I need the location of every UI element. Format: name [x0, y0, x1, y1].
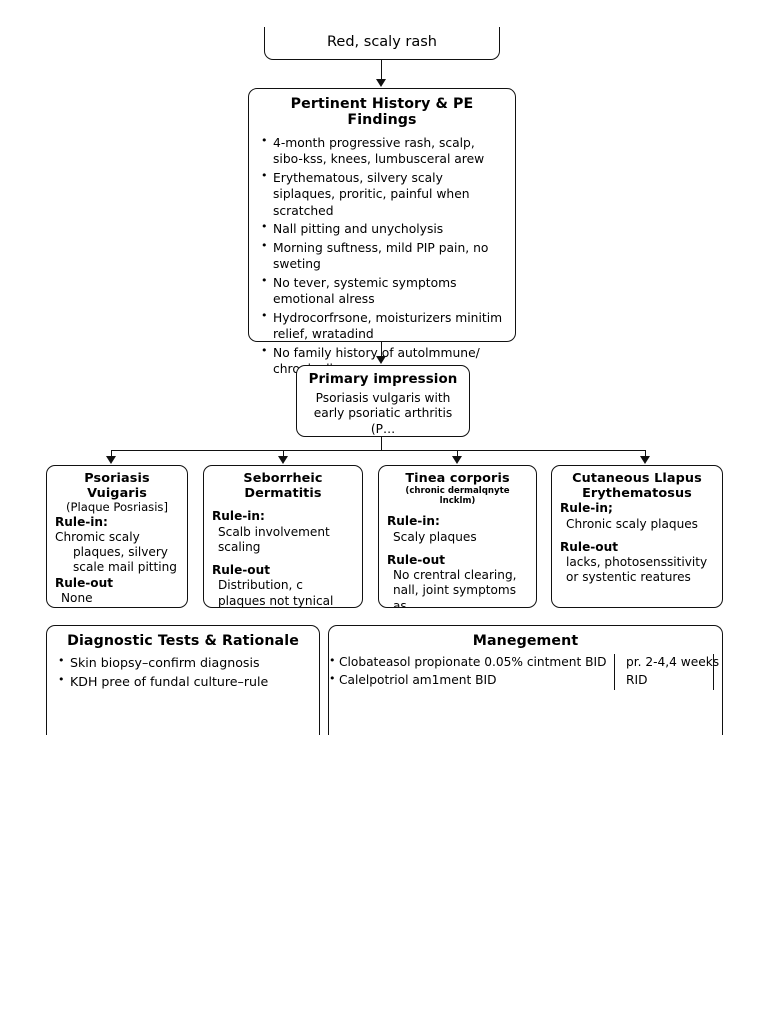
history-bullet: Morning suftness, mild PIP pain, no swet…	[260, 239, 504, 273]
rule-in-label: Rule-in;	[560, 501, 613, 516]
rule-in-line: plaques, silvery	[73, 545, 168, 560]
rule-out-line: No crentral clearing,	[393, 568, 517, 583]
rule-out-section: Rule-out lacks, photosenssitivity or sys…	[560, 540, 714, 586]
management-drug: Calelpotriol am1ment BID	[329, 671, 614, 690]
spacer	[387, 545, 528, 553]
history-box-title: Pertinent History & PE Findings	[290, 96, 474, 128]
management-box-title: Manegement	[472, 633, 579, 649]
impression-line-2: early psoriatic arthritis (P…	[313, 406, 453, 436]
history-bullet: No tever, systemic symptoms emotional al…	[260, 274, 504, 308]
arrowhead-history	[376, 79, 386, 87]
connector-drop-dd3	[457, 450, 458, 458]
history-bullet: Hydrocorfrsone, moisturizers minitim rel…	[260, 309, 504, 343]
arrowhead-dd1	[106, 456, 116, 464]
differential-title: Psoriasis Vuigaris	[84, 471, 150, 501]
rule-out-section: Rule-out None	[55, 576, 179, 606]
rule-in-line: scale mail pitting	[73, 560, 177, 575]
tests-box-title: Diagnostic Tests & Rationale	[67, 633, 299, 649]
differential-title: Seborrheic Dermatitis	[243, 471, 323, 501]
differential-subtitle: (Plaque Posriasis]	[66, 500, 168, 515]
rule-in-section: Rule-in: Scaly plaques	[387, 514, 528, 544]
rule-in-line: Scalb involvement	[218, 524, 330, 539]
management-dose: pr. 2-4,4 weeks	[626, 655, 720, 669]
connector-history-to-impression	[381, 342, 382, 356]
management-row: Calelpotriol am1ment BID RID	[329, 671, 722, 690]
differential-box-psoriasis-vulgaris: Psoriasis Vuigaris (Plaque Posriasis] Ru…	[46, 465, 188, 608]
management-table: Clobateasol propionate 0.05% cintment BI…	[329, 653, 722, 690]
rule-in-line: Chronic scaly plaques	[566, 516, 698, 531]
rule-in-line: Scaly plaques	[393, 529, 477, 544]
differential-subtitle: Erythematosus	[582, 485, 692, 501]
rule-out-line: None	[61, 590, 93, 605]
rule-in-section: Rule-in: Scalb involvement scaling	[212, 509, 354, 555]
rule-out-label: Rule-out	[55, 575, 113, 590]
management-row: Clobateasol propionate 0.05% cintment BI…	[329, 653, 722, 672]
root-node-red-scaly-rash: Red, scaly rash	[264, 27, 500, 60]
spacer	[387, 506, 528, 514]
history-bullet: Nall pitting and unycholysis	[260, 220, 504, 237]
connector-drop-dd1	[111, 450, 112, 458]
differential-title: Tinea corporis	[405, 471, 510, 486]
diagnostic-tests-box: Diagnostic Tests & Rationale Skin biopsy…	[46, 625, 320, 735]
rule-out-section: Rule-out Distribution, c plaques not tyn…	[212, 563, 354, 608]
rule-out-line: Distribution, c	[218, 578, 303, 593]
management-dose: RID	[626, 672, 648, 687]
spacer	[560, 532, 714, 540]
tests-bullet: KDH pree of fundal culture–rule	[57, 672, 309, 691]
rule-out-label: Rule-out	[387, 552, 445, 567]
rule-in-section: Rule-in; Chronic scaly plaques	[560, 501, 714, 531]
arrowhead-impression	[376, 356, 386, 364]
connector-root-to-history	[381, 60, 382, 80]
tests-bullet-list: Skin biopsy–confirm diagnosis KDH pree o…	[57, 653, 309, 691]
history-and-pe-findings-box: Pertinent History & PE Findings 4-month …	[248, 88, 516, 376]
spacer	[212, 555, 354, 563]
differential-title: Cutaneous Llapus	[572, 471, 702, 486]
differential-box-seborrheic-dermatitis: Seborrheic Dermatitis Rule-in: Scalb inv…	[203, 465, 363, 608]
rule-in-label: Rule-in:	[387, 514, 440, 529]
rule-in-label: Rule-in:	[212, 509, 265, 524]
history-bullet-list: 4-month progressive rash, scalp, sibo-ks…	[260, 134, 504, 378]
rule-out-label: Rule-out	[560, 539, 618, 554]
management-box: Manegement Clobateasol propionate 0.05% …	[328, 625, 723, 735]
management-drug: Clobateasol propionate 0.05% cintment BI…	[329, 653, 614, 672]
arrowhead-dd3	[452, 456, 462, 464]
rule-out-line: plaques not tynical	[218, 593, 334, 608]
differential-box-tinea-corporis: Tinea corporis (chronic dermalqnyte lnck…	[378, 465, 537, 608]
rule-in-line: Chromic scaly	[55, 529, 140, 544]
rule-in-line: scaling	[218, 539, 261, 554]
history-bullet: Erythematous, silvery scaly siplaques, p…	[260, 169, 504, 219]
history-bullet: 4-month progressive rash, scalp, sibo-ks…	[260, 134, 504, 168]
rule-out-label: Rule-out	[212, 563, 270, 578]
management-column-divider	[614, 654, 615, 690]
connector-drop-dd2	[283, 450, 284, 458]
connector-impression-stem	[381, 437, 382, 450]
rule-in-section: Rule-in: Chromic scaly plaques, silvery …	[55, 515, 179, 576]
differential-subtitle: (chronic dermalqnyte lncklm)	[405, 485, 510, 506]
rule-out-line: lacks, photosenssitivity	[566, 555, 708, 570]
connector-drop-dd4	[645, 450, 646, 458]
impression-title: Primary impression	[308, 372, 458, 387]
arrowhead-dd4	[640, 456, 650, 464]
root-node-label: Red, scaly rash	[327, 34, 437, 51]
connector-differential-bus	[111, 450, 645, 451]
differential-box-cutaneous-lupus-erythematosus: Cutaneous Llapus Erythematosus Rule-in; …	[551, 465, 723, 608]
primary-impression-box: Primary impression Psoriasis vulgaris wi…	[296, 365, 470, 437]
rule-out-line: or systentic reatures	[566, 570, 691, 585]
rule-in-label: Rule-in:	[55, 514, 108, 529]
spacer	[212, 501, 354, 509]
management-column-divider-right	[713, 654, 714, 690]
rule-out-line: nall, joint symptoms as	[393, 583, 516, 608]
impression-line-1: Psoriasis vulgaris with	[315, 391, 451, 405]
rule-out-section: Rule-out No crentral clearing, nall, joi…	[387, 552, 528, 608]
tests-bullet: Skin biopsy–confirm diagnosis	[57, 653, 309, 672]
arrowhead-dd2	[278, 456, 288, 464]
